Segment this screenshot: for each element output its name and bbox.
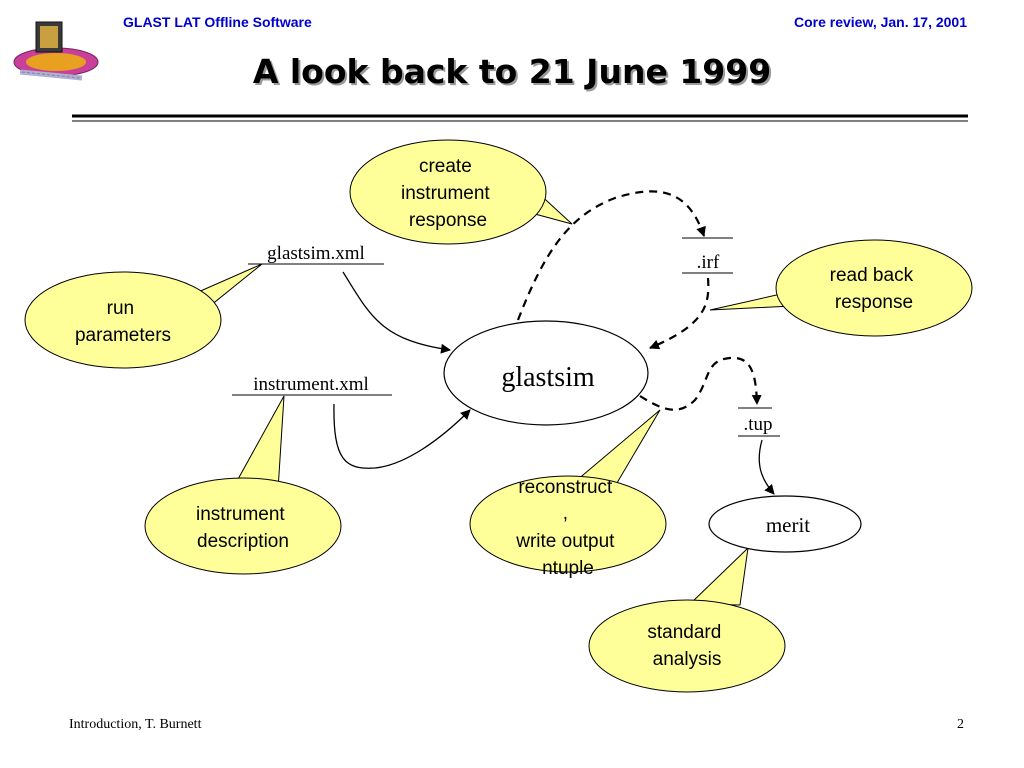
svg-text:standard analysis: standard analysis — [647, 622, 726, 670]
footer-author: Introduction, T. Burnett — [69, 717, 202, 732]
callout-standard-line2: analysis — [653, 649, 722, 670]
file-glastsim-xml: glastsim.xml — [248, 243, 384, 265]
svg-text:create instrument: create instrument response — [401, 156, 495, 231]
svg-text:instrument description: instrument description — [196, 504, 290, 552]
file-tup: .tup — [738, 407, 780, 437]
callout-standard-line1: standard — [647, 622, 721, 643]
svg-text:run parameters: run parameters — [75, 298, 171, 346]
callout-read-back-line1: read back — [830, 265, 914, 286]
callout-standard-analysis: standard analysis — [588, 546, 786, 693]
header-event-date: Core review, Jan. 17, 2001 — [793, 14, 967, 30]
process-glastsim: glastsim — [443, 320, 649, 426]
file-tup-label: .tup — [743, 414, 772, 435]
callout-reconstruct-line1: reconstruct — [518, 477, 613, 498]
process-glastsim-label: glastsim — [501, 362, 595, 393]
file-glastsim-xml-label: glastsim.xml — [267, 243, 365, 264]
arrow-glastsim-to-tup — [639, 356, 762, 411]
callout-create-line3: response — [409, 210, 487, 231]
callout-create-response: create instrument response — [349, 139, 573, 245]
callout-run-line2: parameters — [75, 325, 171, 346]
svg-text:read back response: read back response — [830, 265, 919, 313]
file-irf-label: .irf — [697, 252, 720, 273]
callout-reconstruct-line2: , — [563, 503, 568, 524]
callout-reconstruct: reconstruct , write output ntuple — [469, 409, 667, 579]
callout-create-line2: instrument — [401, 183, 490, 204]
arrow-tup-to-merit — [758, 439, 775, 495]
callout-instrument-description: instrument description — [144, 395, 342, 575]
callout-instrument-line2: description — [197, 531, 289, 552]
callout-run-line1: run — [107, 298, 134, 319]
glast-logo — [12, 18, 102, 93]
callout-reconstruct-line4: ntuple — [542, 558, 594, 579]
file-instrument-xml-label: instrument.xml — [253, 374, 369, 395]
slide-title: A look back to 21 June 1999 — [252, 52, 772, 91]
callout-create-line1: create — [419, 156, 472, 177]
callout-run-parameters: run parameters — [24, 263, 263, 369]
process-merit: merit — [708, 495, 862, 553]
callout-instrument-line1: instrument — [196, 504, 285, 525]
arrow-glastsim-xml-to-glastsim — [342, 271, 451, 354]
file-irf: .irf — [682, 237, 733, 274]
header-course-title: GLAST LAT Offline Software — [123, 14, 312, 30]
svg-text:reconstruct , writ: reconstruct , write output ntuple — [515, 477, 620, 579]
callout-read-back-line2: response — [835, 292, 913, 313]
arrow-instrument-xml-to-glastsim — [333, 403, 471, 469]
process-merit-label: merit — [766, 513, 810, 537]
file-instrument-xml: instrument.xml — [232, 374, 392, 396]
arrow-glastsim-to-irf — [516, 190, 706, 321]
callout-reconstruct-line3: write output — [515, 531, 615, 552]
arrow-irf-to-glastsim — [649, 277, 710, 350]
footer-page-number: 2 — [957, 717, 964, 732]
callout-read-back: read back response — [709, 239, 973, 337]
